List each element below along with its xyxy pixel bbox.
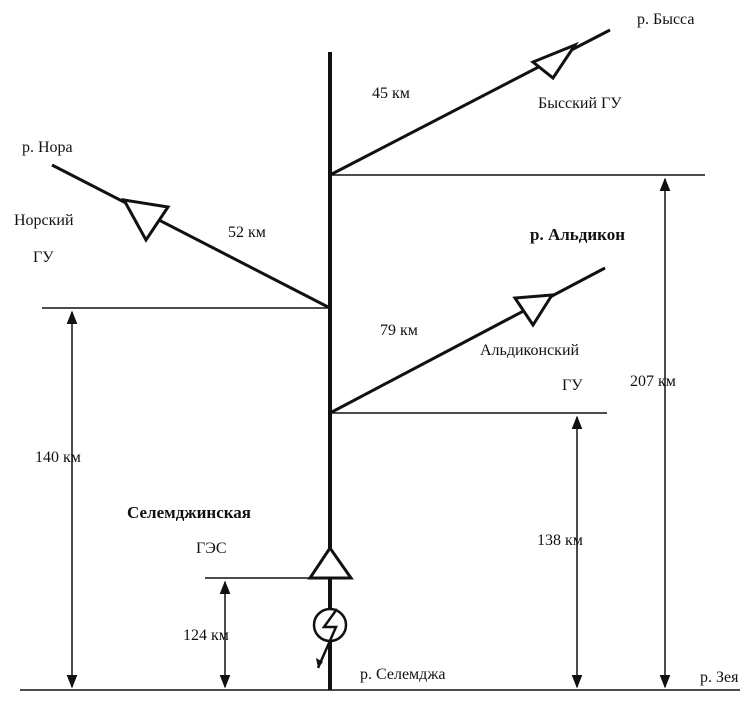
gauge-nora-label-line2: ГУ xyxy=(33,249,54,266)
gauge-byssa-label: Бысский ГУ xyxy=(538,95,622,112)
distance-138-label: 138 км xyxy=(537,532,583,549)
distance-52-label: 52 км xyxy=(228,224,266,241)
distance-207-label: 207 км xyxy=(630,373,676,390)
aldikon-gauge-icon xyxy=(512,293,555,328)
gauge-nora-label-line1: Норский xyxy=(14,212,74,229)
river-aldikon-label: р. Альдикон xyxy=(530,225,625,244)
nora-river-line xyxy=(51,163,331,310)
distance-79-label: 79 км xyxy=(380,322,418,339)
nora-gauge-icon xyxy=(121,198,171,243)
aldikon-river-line xyxy=(329,266,606,415)
river-nora-label: р. Нора xyxy=(22,139,73,156)
hpp-name-label-line2: ГЭС xyxy=(196,540,226,557)
hpp-dam-icon xyxy=(307,545,354,580)
river-zeya-label: р. Зея xyxy=(700,669,739,686)
river-selemdzha-label: р. Селемджа xyxy=(360,666,445,683)
distance-140-label: 140 км xyxy=(35,449,81,466)
byssa-gauge-icon xyxy=(530,41,579,81)
lightning-circle-icon xyxy=(312,607,348,669)
distance-45-label: 45 км xyxy=(372,85,410,102)
river-byssa-label: р. Бысса xyxy=(637,11,694,28)
gauge-aldikon-label-line2: ГУ xyxy=(562,377,583,394)
distance-124-label: 124 км xyxy=(183,627,229,644)
hpp-name-label-line1: Селемджинская xyxy=(127,503,251,522)
gauge-aldikon-label-line1: Альдиконский xyxy=(480,342,580,359)
